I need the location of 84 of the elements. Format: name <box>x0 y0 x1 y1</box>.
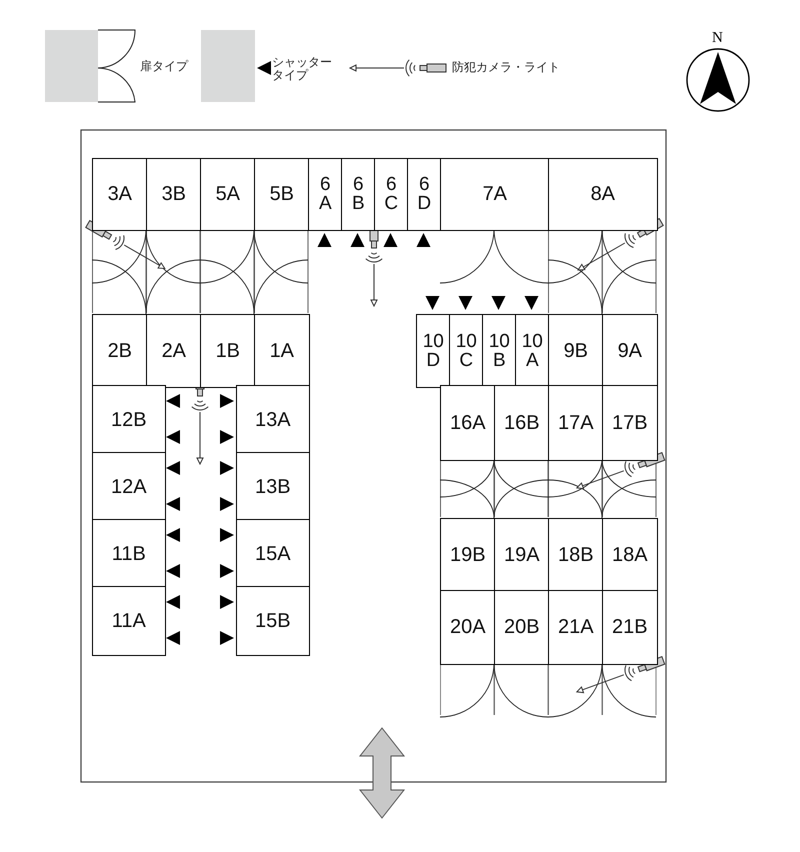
storage-unit <box>254 314 310 388</box>
unit-number: 12B <box>111 410 147 430</box>
unit-number: 15B <box>255 610 291 631</box>
storage-unit <box>449 314 484 388</box>
storage-unit <box>146 158 202 231</box>
unit-number: 16A <box>450 412 486 433</box>
unit-number: 13A <box>255 410 291 430</box>
unit-number: 2B <box>108 340 132 361</box>
unit-number: 6D <box>417 175 432 214</box>
storage-unit <box>602 314 658 388</box>
storage-unit <box>602 518 658 593</box>
unit-number: 9A <box>618 340 642 361</box>
unit-number: 21B <box>612 617 648 638</box>
legend-label: 防犯カメラ・ライト <box>452 61 560 74</box>
storage-unit <box>602 385 658 461</box>
unit-number: 6A <box>318 175 332 214</box>
storage-unit <box>548 518 604 593</box>
storage-unit <box>200 158 256 231</box>
storage-unit <box>374 158 409 231</box>
storage-unit <box>515 314 550 388</box>
storage-unit <box>494 590 550 665</box>
unit-number: 10C <box>454 332 478 370</box>
storage-unit <box>92 586 166 656</box>
storage-unit <box>200 314 256 388</box>
storage-unit <box>548 158 658 231</box>
legend-label: 扉タイプ <box>140 60 188 73</box>
storage-unit <box>416 314 451 388</box>
storage-unit <box>92 158 148 231</box>
storage-unit <box>146 314 202 388</box>
unit-number: 19A <box>504 545 540 566</box>
unit-number: 3B <box>162 184 186 204</box>
unit-number: 11B <box>112 544 146 564</box>
storage-unit <box>236 519 310 589</box>
unit-number: 10A <box>520 332 544 370</box>
storage-unit <box>548 314 604 388</box>
unit-number: 2A <box>162 340 186 361</box>
storage-unit <box>308 158 343 231</box>
unit-number: 19B <box>450 545 486 566</box>
unit-number: 18B <box>558 545 594 566</box>
unit-number: 1B <box>216 340 240 361</box>
storage-unit <box>92 452 166 522</box>
unit-number: 7A <box>482 184 508 204</box>
unit-number: 6C <box>384 175 398 214</box>
unit-number: 12A <box>111 476 147 497</box>
unit-number: 17B <box>612 412 648 433</box>
storage-unit <box>440 158 550 231</box>
storage-unit <box>92 314 148 388</box>
unit-number: 9B <box>564 340 588 361</box>
storage-unit <box>236 586 310 656</box>
unit-number: 8A <box>590 184 616 204</box>
unit-number: 17A <box>558 412 594 433</box>
unit-number: 18A <box>612 545 648 566</box>
unit-number: 10B <box>488 332 511 370</box>
storage-unit <box>92 519 166 589</box>
storage-unit <box>92 385 166 455</box>
legend-label: シャッタータイプ <box>272 56 333 82</box>
storage-unit <box>440 385 496 461</box>
unit-number: 13B <box>255 476 291 497</box>
storage-unit <box>548 385 604 461</box>
unit-number: 16B <box>504 412 540 433</box>
storage-unit <box>341 158 376 231</box>
unit-number: 21A <box>558 617 594 638</box>
storage-unit <box>548 590 604 665</box>
unit-number: 5A <box>216 184 240 204</box>
storage-unit <box>407 158 442 231</box>
unit-number: 10D <box>422 332 445 370</box>
north-label: N <box>712 30 723 47</box>
storage-unit <box>236 452 310 522</box>
storage-unit <box>494 385 550 461</box>
storage-unit <box>440 518 496 593</box>
unit-number: 20B <box>504 617 540 638</box>
storage-unit <box>236 385 310 455</box>
storage-unit <box>602 590 658 665</box>
unit-number: 15A <box>255 544 291 564</box>
unit-number: 1A <box>270 340 294 361</box>
storage-unit <box>494 518 550 593</box>
storage-unit <box>440 590 496 665</box>
unit-number: 6B <box>351 175 366 214</box>
storage-unit <box>482 314 517 388</box>
unit-number: 5B <box>270 184 294 204</box>
unit-number: 11A <box>112 610 146 631</box>
unit-number: 3A <box>108 184 132 204</box>
unit-number: 20A <box>450 617 486 638</box>
storage-unit <box>254 158 310 231</box>
